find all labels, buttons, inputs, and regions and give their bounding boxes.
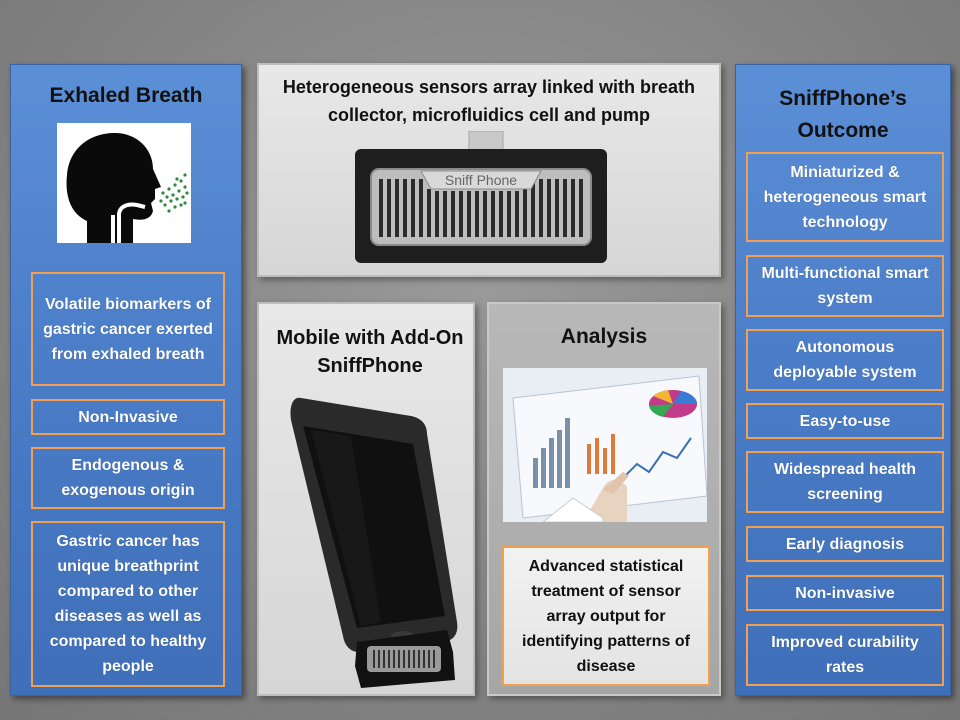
sensor-device-icon [355, 130, 607, 263]
biomarkers-box: Volatile biomarkers of gastric cancer ex… [31, 272, 225, 386]
early-diagnosis-box: Early diagnosis [746, 526, 944, 562]
miniaturized-box: Miniaturized & heterogeneous smart techn… [746, 152, 944, 242]
outcome-panel: SniffPhone’s Outcome Miniaturized & hete… [735, 64, 951, 696]
mobile-phone-icon [290, 397, 458, 688]
analysis-title: Analysis [560, 325, 648, 348]
screening-box: Widespread health screening [746, 451, 944, 513]
head-breath-icon [66, 133, 189, 243]
analysis-panel: Analysis Advanced statistical treatme [487, 302, 721, 696]
breathprint-box: Gastric cancer has unique breathprint co… [31, 521, 225, 687]
analysis-image [503, 368, 707, 522]
non-invasive-box: Non-Invasive [31, 399, 225, 435]
exhaled-breath-title: Exhaled Breath [49, 84, 203, 107]
mobile-title: Mobile with Add-On SniffPhone [276, 327, 464, 377]
analytics-dashboard-icon [503, 368, 707, 522]
multi-functional-box: Multi-functional smart system [746, 255, 944, 317]
origin-box: Endogenous & exogenous origin [31, 447, 225, 509]
autonomous-box: Autonomous deployable system [746, 329, 944, 391]
sensor-array-panel: Heterogeneous sensors array linked with … [257, 63, 721, 277]
sniff-phone-device: Sniff Phone [355, 130, 607, 263]
exhaled-breath-panel: Exhaled Breath Volatile biomarkers of ga… [10, 64, 242, 696]
mobile-panel: Mobile with Add-On SniffPhone [257, 302, 475, 696]
outcome-title: SniffPhone’s Outcome [779, 87, 907, 142]
exhaled-breath-image [57, 123, 191, 243]
statistical-treatment-box: Advanced statistical treatment of sensor… [502, 546, 710, 686]
easy-to-use-box: Easy-to-use [746, 403, 944, 439]
curability-box: Improved curability rates [746, 624, 944, 686]
sniff-phone-label: Sniff Phone [444, 172, 518, 188]
non-invasive-outcome-box: Non-invasive [746, 575, 944, 611]
sensor-array-title: Heterogeneous sensors array linked with … [282, 77, 696, 125]
